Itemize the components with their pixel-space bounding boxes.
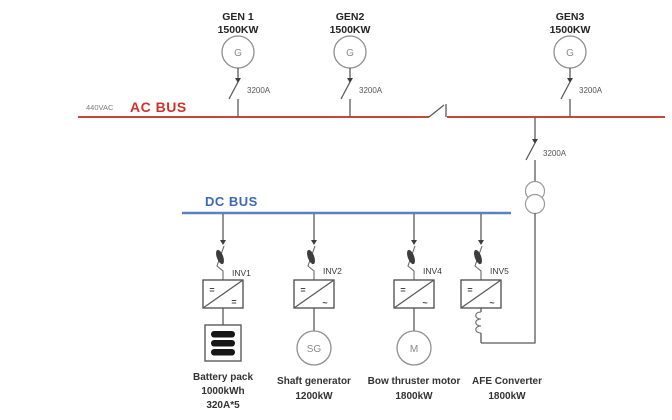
load-rating: 1200kW (295, 391, 333, 402)
load-name: Battery pack (193, 372, 253, 383)
inverter-label: INV5 (490, 266, 509, 276)
battery-cell-bar (211, 340, 235, 347)
converter-input-symbol: = (400, 285, 405, 295)
load-name: Shaft generator (277, 376, 351, 387)
generator-name: GEN 1 (222, 11, 254, 23)
converter-input-symbol: = (300, 285, 305, 295)
contact-arrow (478, 240, 484, 245)
battery-cell-bar (211, 331, 235, 338)
converter-output-symbol: ~ (422, 298, 427, 308)
generator-power: 1500KW (550, 24, 591, 36)
breaker-contact-arrow (235, 78, 241, 83)
breaker-blade (340, 81, 351, 100)
contact-arrow (311, 240, 317, 245)
inverter-label: INV1 (232, 268, 251, 278)
generator-gen2: GEN2 1500KW G 3200A (330, 11, 383, 117)
ac-bus-label: AC BUS (130, 99, 187, 115)
converter-diagonal (393, 279, 435, 309)
inductor-symbol (475, 311, 482, 334)
battery-cell-bar (211, 349, 235, 356)
breaker-blade (228, 81, 239, 100)
generator-symbol-letter: G (234, 48, 242, 59)
generator-symbol-letter: G (346, 48, 354, 59)
generator-symbol-letter: G (566, 48, 574, 59)
fuse-symbol (216, 249, 224, 265)
inverter-label: INV4 (423, 266, 442, 276)
ac-dc-feeder: 3200A (481, 117, 567, 344)
breaker-contact-arrow (567, 78, 573, 83)
generator-power: 1500KW (218, 24, 259, 36)
ac-bus-voltage: 440VAC (86, 103, 114, 112)
shaft-generator-symbol-circle (296, 330, 332, 366)
generator-gen3: GEN3 1500KW G 3200A (550, 11, 603, 117)
ac-bus: 440VAC AC BUS (78, 99, 665, 118)
load-capacity: 1000kWh (201, 386, 244, 397)
converter-output-symbol: ~ (322, 298, 327, 308)
fuse-symbol (474, 249, 482, 265)
contact-arrow (411, 240, 417, 245)
breaker-rating: 3200A (543, 149, 567, 158)
branch-afe-converter: INV5 = ~ AFE Converter 1800kW (460, 214, 542, 402)
contact-arrow (220, 240, 226, 245)
breaker-blade (525, 142, 536, 161)
branch-battery: INV1 = = Battery pack 1000kWh 320A*5 (193, 214, 253, 411)
load-rating: 320A*5 (206, 400, 240, 411)
converter-diagonal (460, 279, 502, 309)
shaft-generator-symbol-letters: SG (307, 344, 322, 355)
breaker-contact-arrow (347, 78, 353, 83)
motor-symbol-letter: M (410, 344, 418, 355)
converter-input-symbol: = (209, 285, 214, 295)
generator-power: 1500KW (330, 24, 371, 36)
transformer-secondary-circle (524, 193, 546, 215)
branch-shaft-generator: INV2 = ~ SG Shaft generator 1200kW (277, 214, 351, 402)
generator-gen1: GEN 1 1500KW G 3200A (218, 11, 271, 117)
dc-bus-label: DC BUS (205, 194, 258, 209)
breaker-blade (560, 81, 571, 100)
fuse-symbol (307, 249, 315, 265)
converter-diagonal (293, 279, 335, 309)
breaker-rating: 3200A (579, 86, 603, 95)
breaker-rating: 3200A (359, 86, 383, 95)
fuse-symbol (407, 249, 415, 265)
bus-tie-breaker-symbol (428, 104, 447, 118)
load-name: Bow thruster motor (368, 376, 461, 387)
generator-name: GEN2 (336, 11, 365, 23)
inverter-label: INV2 (323, 266, 342, 276)
converter-diagonal (202, 279, 244, 309)
load-name: AFE Converter (472, 376, 542, 387)
converter-output-symbol: = (231, 297, 236, 307)
breaker-contact-arrow (532, 139, 538, 144)
breaker-rating: 3200A (247, 86, 271, 95)
generator-name: GEN3 (556, 11, 585, 23)
converter-output-symbol: ~ (489, 298, 494, 308)
converter-input-symbol: = (467, 285, 472, 295)
load-rating: 1800kW (488, 391, 526, 402)
feeder-lower-wire (481, 213, 536, 344)
branch-bow-thruster: INV4 = ~ M Bow thruster motor 1800kW (368, 214, 461, 402)
dc-bus: DC BUS (182, 194, 511, 215)
motor-symbol-circle (396, 330, 432, 366)
load-rating: 1800kW (395, 391, 433, 402)
